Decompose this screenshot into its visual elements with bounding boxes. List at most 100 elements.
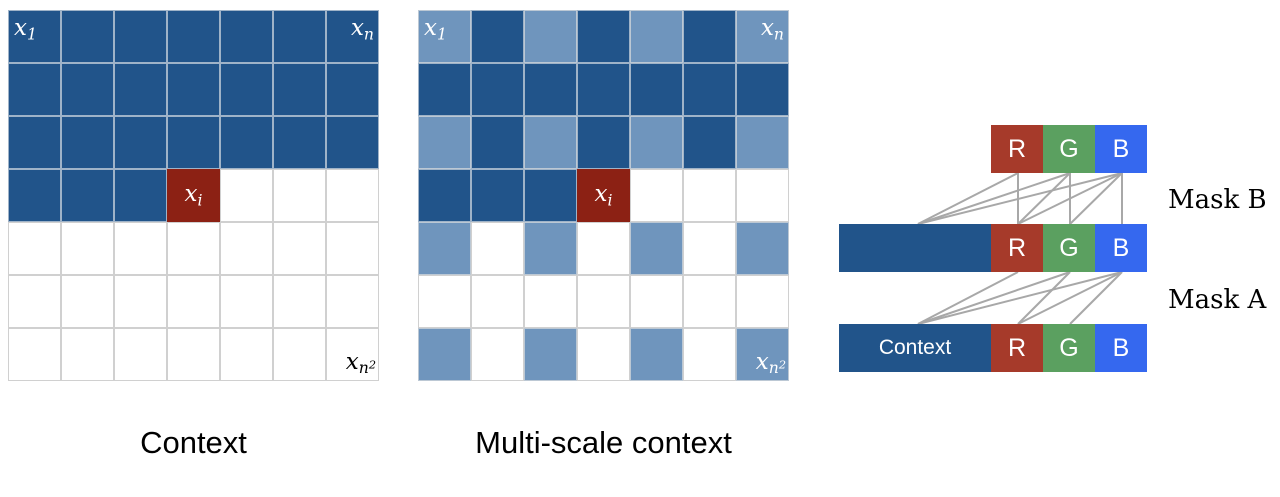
multi-scale-grid-cell-r1c2 <box>471 10 524 63</box>
multi-scale-grid-cell-r7c3 <box>524 328 577 381</box>
top-rgb-bar-segment-b: B <box>1095 125 1147 173</box>
multi-scale-grid-cell-r7c4 <box>577 328 630 381</box>
multi-scale-grid-cell-r7c2 <box>471 328 524 381</box>
middle-context-rgb-bar-segment-g: G <box>1043 224 1095 272</box>
mask-b-wires <box>917 172 1123 225</box>
multi-scale-grid-cell-r6c7 <box>736 275 789 328</box>
context-grid-cell-r3c1 <box>8 116 61 169</box>
mask-b-label: Mask B <box>1168 185 1267 215</box>
context-grid-cell-r5c7 <box>326 222 379 275</box>
multi-scale-grid-cell-r5c5 <box>630 222 683 275</box>
mask-a-label: Mask A <box>1168 285 1267 315</box>
multi-scale-grid-cell-r1c3 <box>524 10 577 63</box>
context-grid-cell-r1c4 <box>167 10 220 63</box>
context-grid: x1 xn xi xn2 <box>8 10 379 381</box>
context-grid-cell-r1c6 <box>273 10 326 63</box>
context-grid-cell-r5c4 <box>167 222 220 275</box>
multi-scale-grid-cell-r4c6 <box>683 169 736 222</box>
context-grid-cell-r4c5 <box>220 169 273 222</box>
context-grid-cell-r5c5 <box>220 222 273 275</box>
multi-scale-grid-cell-r5c4 <box>577 222 630 275</box>
multi-scale-grid-cell-r2c3 <box>524 63 577 116</box>
multi-scale-grid-cell-r1c5 <box>630 10 683 63</box>
multi-scale-grid-cell-r6c5 <box>630 275 683 328</box>
top-rgb-bar-segment-g: G <box>1043 125 1095 173</box>
context-grid-cell-r2c5 <box>220 63 273 116</box>
multi-scale-grid-cell-r3c4 <box>577 116 630 169</box>
multi-scale-grid-cell-r5c3 <box>524 222 577 275</box>
middle-context-rgb-bar-segment-r: R <box>991 224 1043 272</box>
multi-scale-grid-cell-r3c3 <box>524 116 577 169</box>
multi-scale-grid-cell-r2c6 <box>683 63 736 116</box>
multi-scale-grid-cell-r7c5 <box>630 328 683 381</box>
context-grid-cell-r7c6 <box>273 328 326 381</box>
middle-context-rgb-bar-segment-b: B <box>1095 224 1147 272</box>
context-grid-cell-r5c2 <box>61 222 114 275</box>
context-grid-cell-r6c5 <box>220 275 273 328</box>
context-grid-label-x1: x1 <box>14 15 37 44</box>
multi-scale-grid-cell-r2c4 <box>577 63 630 116</box>
context-grid-cell-r4c7 <box>326 169 379 222</box>
multi-scale-grid-cell-r6c4 <box>577 275 630 328</box>
context-grid-cell-r2c7 <box>326 63 379 116</box>
caption-multi-scale-context: Multi-scale context <box>475 425 732 460</box>
context-grid-cell-r3c7 <box>326 116 379 169</box>
multi-scale-grid-cell-r4c7 <box>736 169 789 222</box>
context-grid-cell-r7c2 <box>61 328 114 381</box>
context-grid-cell-r4c6 <box>273 169 326 222</box>
multi-scale-grid-cell-r7c7: xn2 <box>736 328 789 381</box>
context-grid-cell-r5c6 <box>273 222 326 275</box>
context-grid-cell-r7c7: xn2 <box>326 328 379 381</box>
bottom-context-rgb-bar-segment-b: B <box>1095 324 1147 372</box>
context-grid-label-xn2: xn2 <box>345 348 376 378</box>
multi-scale-grid-cell-r4c5 <box>630 169 683 222</box>
multi-scale-grid-cell-r5c2 <box>471 222 524 275</box>
context-grid-cell-r7c1 <box>8 328 61 381</box>
context-grid-cell-r3c2 <box>61 116 114 169</box>
context-grid-cell-r6c1 <box>8 275 61 328</box>
context-grid-cell-r3c4 <box>167 116 220 169</box>
multi-scale-grid-cell-r2c1 <box>418 63 471 116</box>
context-grid-cell-r7c4 <box>167 328 220 381</box>
multi-scale-grid-cell-r6c3 <box>524 275 577 328</box>
context-grid-cell-r1c5 <box>220 10 273 63</box>
context-grid-cell-r6c3 <box>114 275 167 328</box>
multi-scale-grid-cell-r1c1: x1 <box>418 10 471 63</box>
context-grid-cell-r6c2 <box>61 275 114 328</box>
multi-scale-grid-cell-r1c6 <box>683 10 736 63</box>
context-grid-cell-r1c3 <box>114 10 167 63</box>
multi-scale-grid-cell-r6c6 <box>683 275 736 328</box>
multi-scale-grid-cell-r5c7 <box>736 222 789 275</box>
context-grid-cell-r1c2 <box>61 10 114 63</box>
multi-scale-grid-cell-r4c4: xi <box>577 169 630 222</box>
context-grid-cell-r4c1 <box>8 169 61 222</box>
multi-scale-grid-cell-r1c4 <box>577 10 630 63</box>
context-grid-cell-r6c7 <box>326 275 379 328</box>
context-grid-cell-r4c2 <box>61 169 114 222</box>
context-grid-cell-r4c4: xi <box>167 169 220 222</box>
context-grid-cell-r3c6 <box>273 116 326 169</box>
multi-scale-grid-cell-r7c1 <box>418 328 471 381</box>
context-grid-cell-r3c3 <box>114 116 167 169</box>
multi-scale-grid-label-xn2: xn2 <box>755 348 786 378</box>
multi-scale-grid-cell-r2c5 <box>630 63 683 116</box>
bottom-context-rgb-bar-segment-r: R <box>991 324 1043 372</box>
caption-context: Context <box>140 425 247 460</box>
context-grid-cell-r1c1: x1 <box>8 10 61 63</box>
top-rgb-bar-segment-r: R <box>991 125 1043 173</box>
context-grid-label-xn: xn <box>350 15 374 44</box>
context-grid-cell-r2c1 <box>8 63 61 116</box>
multi-scale-grid-cell-r3c2 <box>471 116 524 169</box>
bottom-context-rgb-bar-segment-context: Context <box>839 324 991 372</box>
bottom-context-rgb-bar-segment-g: G <box>1043 324 1095 372</box>
context-grid-cell-r1c7: xn <box>326 10 379 63</box>
multi-scale-grid-cell-r6c1 <box>418 275 471 328</box>
multi-scale-grid-cell-r5c1 <box>418 222 471 275</box>
context-grid-cell-r7c3 <box>114 328 167 381</box>
multi-scale-grid-cell-r7c6 <box>683 328 736 381</box>
